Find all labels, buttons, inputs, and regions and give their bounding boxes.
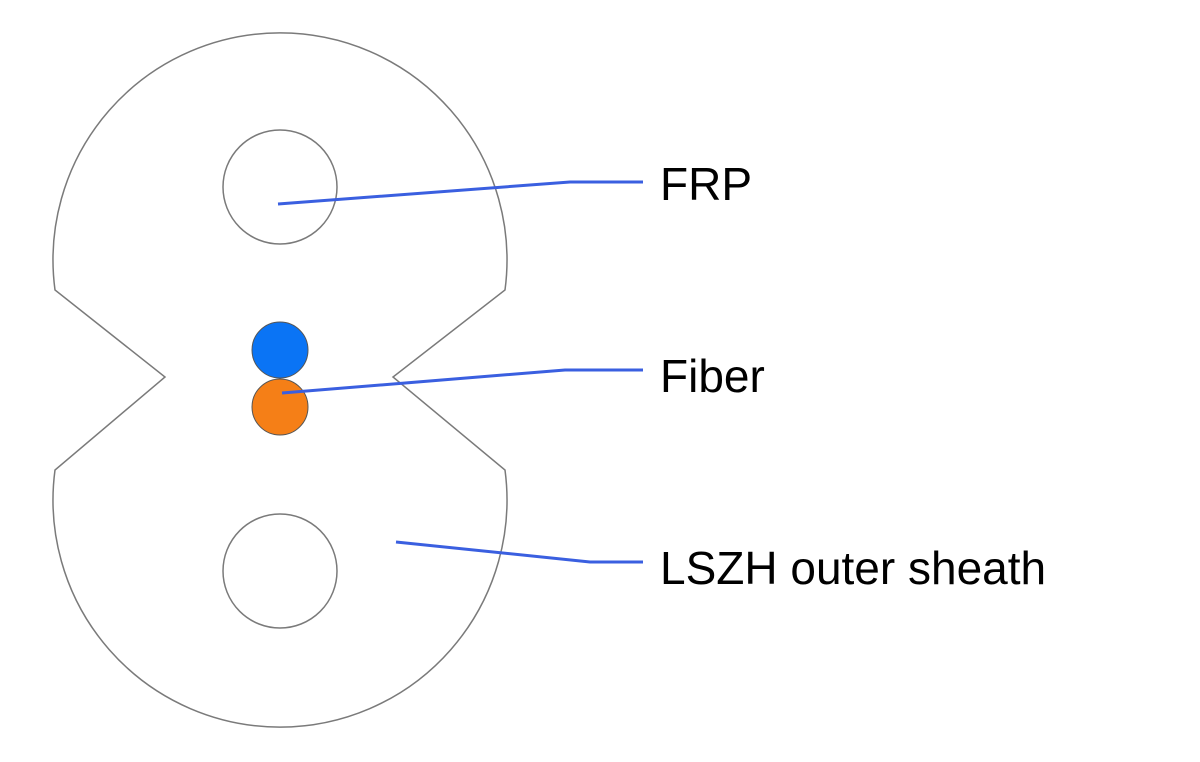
frp-leader-line	[277, 180, 643, 206]
fiber-orange	[251, 378, 309, 436]
sheath-leader-line	[395, 540, 643, 564]
fiber-label: Fiber	[660, 350, 765, 402]
fiber-leader-line	[281, 368, 643, 395]
frp-top-member	[222, 129, 338, 245]
frp-label: FRP	[660, 158, 752, 210]
fiber-blue	[251, 321, 309, 379]
frp-bottom-member	[222, 513, 338, 629]
sheath-label: LSZH outer sheath	[660, 542, 1046, 594]
